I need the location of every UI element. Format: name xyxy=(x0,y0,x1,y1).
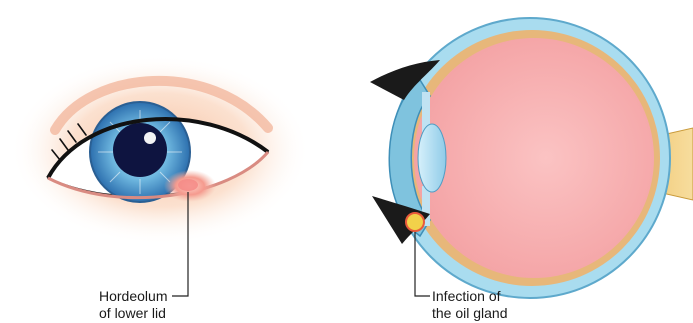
vitreous-body xyxy=(414,38,654,278)
stye-core xyxy=(178,179,198,191)
infection-label-line2: the oil gland xyxy=(432,305,508,322)
lens xyxy=(418,124,446,192)
oil-gland-infection xyxy=(406,213,424,231)
frontal-eye xyxy=(10,55,310,296)
infection-label: Infection of the oil gland xyxy=(432,288,508,322)
cross-section-eye xyxy=(370,18,693,298)
pupil-highlight xyxy=(144,132,156,144)
hordeolum-label: Hordeolum of lower lid xyxy=(99,288,167,322)
pupil xyxy=(113,123,167,177)
infection-label-line1: Infection of xyxy=(432,288,508,305)
hordeolum-label-line1: Hordeolum xyxy=(99,288,167,305)
hordeolum-label-line2: of lower lid xyxy=(99,305,167,322)
